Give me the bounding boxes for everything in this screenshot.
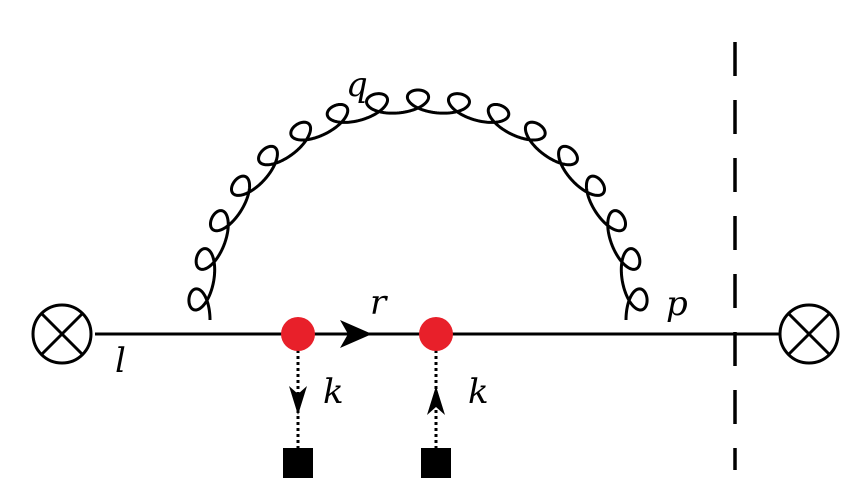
fermion-arrow <box>340 320 372 348</box>
label-k-right: k <box>468 372 489 412</box>
insertion-source-right-square-icon <box>421 448 451 478</box>
label-r: r <box>370 283 388 323</box>
vertex-right <box>419 317 453 351</box>
insertion-source-left-square-icon <box>283 448 313 478</box>
gluon-loop <box>187 88 649 321</box>
insertion-arrow-down <box>289 386 307 415</box>
vertex-left <box>281 317 315 351</box>
label-k-left: k <box>323 372 344 412</box>
right-operator-otimes-icon <box>778 303 840 365</box>
insertion-arrow-up <box>427 386 445 415</box>
left-operator-otimes-icon <box>31 303 93 365</box>
label-p: p <box>666 284 688 324</box>
label-q: q <box>346 65 368 105</box>
label-l: l <box>115 341 126 381</box>
